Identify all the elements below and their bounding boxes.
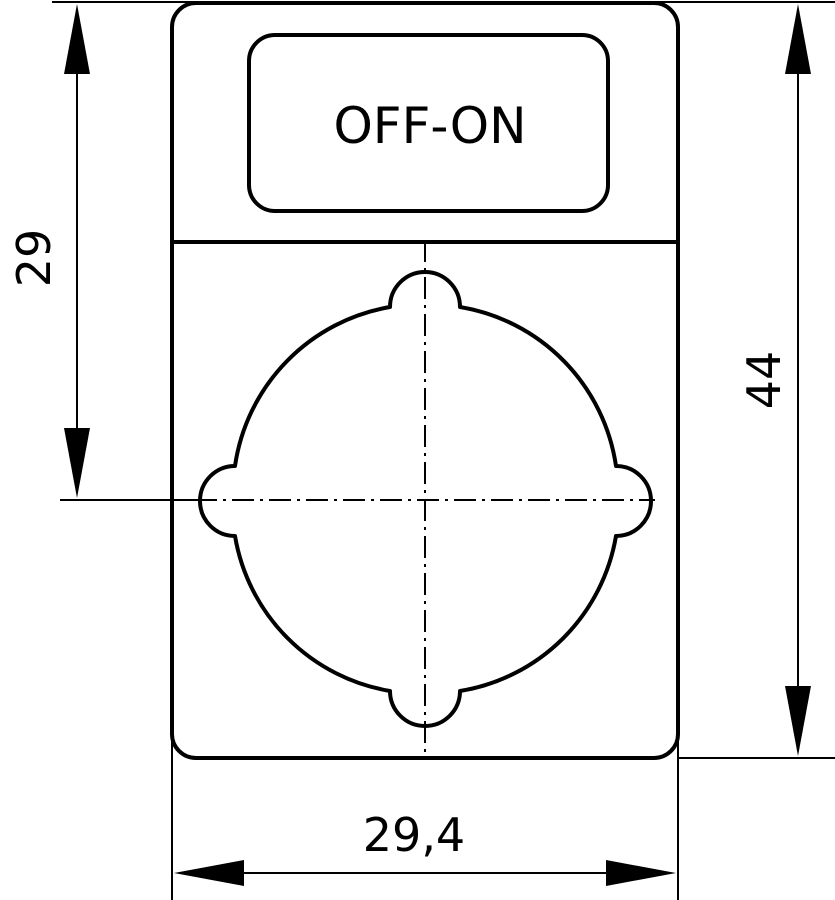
arrowhead-up-44	[785, 4, 811, 74]
legend-window	[247, 33, 610, 213]
arrowhead-down-29	[64, 428, 90, 498]
arrowhead-right-29-4	[606, 860, 676, 886]
arrowhead-left-29-4	[174, 860, 244, 886]
mounting-cutout	[198, 270, 653, 728]
legend-text: OFF-ON	[333, 97, 526, 155]
dimension-total-height: 44	[737, 4, 811, 756]
arrowhead-down-44	[785, 686, 811, 756]
dimension-width: 29,4	[174, 808, 676, 886]
dimension-label-44: 44	[737, 351, 791, 410]
dimension-label-29-4: 29,4	[363, 808, 465, 862]
dimension-label-29: 29	[7, 229, 61, 288]
dimension-height-to-center: 29	[7, 4, 90, 498]
arrowhead-up-29	[64, 4, 90, 74]
